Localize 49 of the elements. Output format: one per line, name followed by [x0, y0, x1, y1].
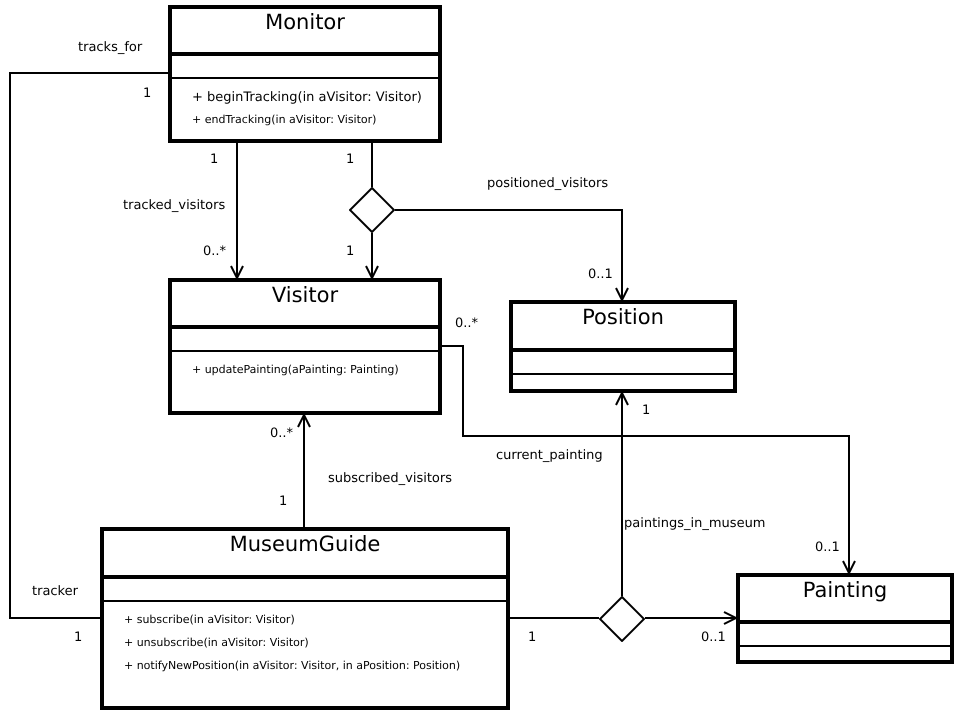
multiplicity-label: 1 [143, 86, 152, 101]
multiplicity-label: 0..1 [701, 630, 726, 645]
diamond-symbol [349, 187, 395, 233]
edge-label: positioned_visitors [487, 176, 608, 191]
class-name: Visitor [272, 285, 338, 306]
multiplicity-label: tracker [32, 584, 78, 599]
association-line [510, 617, 599, 619]
class-name: Position [582, 307, 664, 328]
operation-text: + beginTracking(in aVisitor: Visitor) [192, 89, 423, 107]
operation-text: + subscribe(in aVisitor: Visitor) [124, 612, 296, 628]
multiplicity-label: 0..* [203, 244, 226, 259]
class-box [168, 5, 442, 143]
class-name: Monitor [265, 12, 345, 33]
multiplicity-label: tracks_for [78, 40, 142, 55]
edge-label: tracked_visitors [123, 198, 226, 213]
association-line [371, 143, 373, 187]
operation-text: + unsubscribe(in aVisitor: Visitor) [124, 635, 310, 651]
multiplicity-label: 1 [346, 152, 354, 167]
class-box [168, 278, 442, 415]
class-box [509, 300, 737, 393]
multiplicity-label: 0..* [455, 316, 478, 331]
multiplicity-label: 1 [528, 630, 536, 645]
multiplicity-label: 0..* [270, 426, 294, 441]
class-box [100, 527, 510, 710]
association-line [9, 72, 168, 619]
association-arrow [645, 611, 737, 625]
operation-text: + endTracking(in aVisitor: Visitor) [192, 112, 378, 128]
diamond-symbol [599, 596, 645, 642]
association-arrow [615, 392, 629, 596]
multiplicity-label: 1 [279, 494, 288, 509]
operation-text: + notifyNewPosition(in aVisitor: Visitor, in aPosition: Position) [124, 658, 462, 674]
class-name: MuseumGuide [230, 534, 380, 555]
edge-label: current_painting [496, 448, 603, 463]
association-arrow [365, 233, 379, 279]
association-arrow [442, 345, 856, 574]
multiplicity-label: 0..1 [815, 540, 840, 555]
operation-text: + updatePainting(aPainting: Painting) [192, 362, 400, 378]
edge-label: subscribed_visitors [328, 471, 452, 486]
association-arrow [230, 143, 244, 279]
association-arrow [297, 414, 311, 527]
association-arrow [395, 209, 629, 301]
multiplicity-label: 1 [74, 630, 82, 645]
class-box [736, 573, 954, 664]
multiplicity-label: 1 [642, 403, 650, 418]
class-name: Painting [802, 580, 888, 601]
multiplicity-label: 1 [346, 244, 354, 259]
edge-label: paintings_in_museum [624, 516, 766, 531]
multiplicity-label: 0..1 [588, 267, 613, 282]
multiplicity-label: 1 [210, 152, 218, 167]
